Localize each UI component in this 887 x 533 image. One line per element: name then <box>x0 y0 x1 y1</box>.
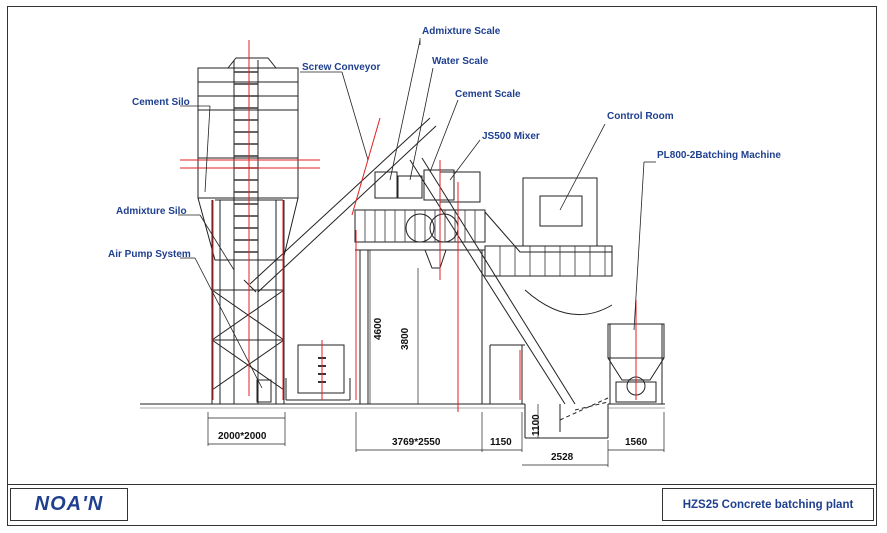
label-batching-machine: PL800-2Batching Machine <box>657 150 781 161</box>
dim-1150: 1150 <box>490 437 512 448</box>
label-water-scale: Water Scale <box>432 56 489 67</box>
label-js500-mixer: JS500 Mixer <box>482 131 540 142</box>
label-control-room: Control Room <box>607 111 674 122</box>
drawing-title-box: HZS25 Concrete batching plant <box>662 488 874 521</box>
dim-2528: 2528 <box>551 452 574 463</box>
dim-silo-base: 2000*2000 <box>218 431 267 442</box>
drawing-title: HZS25 Concrete batching plant <box>682 498 854 511</box>
company-logo: NOA'N <box>10 488 128 521</box>
dim-1100: 1100 <box>531 414 542 436</box>
label-admixture-silo: Admixture Silo <box>116 206 187 217</box>
label-cement-scale: Cement Scale <box>455 89 521 100</box>
dim-4600: 4600 <box>373 317 384 340</box>
dim-platform: 3769*2550 <box>392 437 441 448</box>
drawing-frame <box>7 6 877 526</box>
dim-1560: 1560 <box>625 437 648 448</box>
label-screw-conveyor: Screw Conveyor <box>302 62 381 73</box>
dim-3800: 3800 <box>400 327 411 350</box>
title-block <box>7 484 877 526</box>
label-air-pump-system: Air Pump System <box>108 249 191 260</box>
label-cement-silo: Cement Silo <box>132 97 190 108</box>
logo-text: NOA'N <box>34 493 104 515</box>
label-admixture-scale: Admixture Scale <box>422 26 501 37</box>
